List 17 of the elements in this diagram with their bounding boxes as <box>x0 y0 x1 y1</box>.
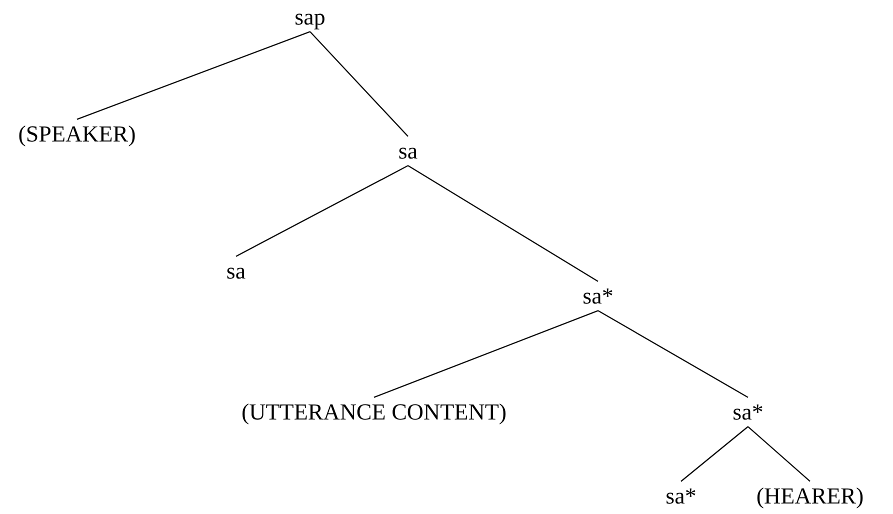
tree-branch-line <box>408 165 598 282</box>
tree-node-label: sa* <box>578 281 618 311</box>
tree-branch-line <box>598 310 748 398</box>
tree-node-label: sa* <box>728 397 768 427</box>
tree-branch-line <box>374 310 598 398</box>
tree-node-label: (UTTERANCE CONTENT) <box>237 397 511 427</box>
tree-node-label: sap <box>290 2 330 32</box>
tree-branch-line <box>748 426 810 482</box>
tree-branch-line <box>236 165 408 257</box>
tree-node-label: (HEARER) <box>752 481 868 511</box>
tree-node-label: sa <box>222 256 250 286</box>
tree-branch-line <box>76 31 310 120</box>
tree-branch-line <box>310 31 408 137</box>
tree-node-label: sa <box>394 136 422 166</box>
tree-branch-line <box>680 426 748 482</box>
tree-node-label: sa* <box>662 481 700 511</box>
tree-node-label: (SPEAKER) <box>14 119 140 149</box>
